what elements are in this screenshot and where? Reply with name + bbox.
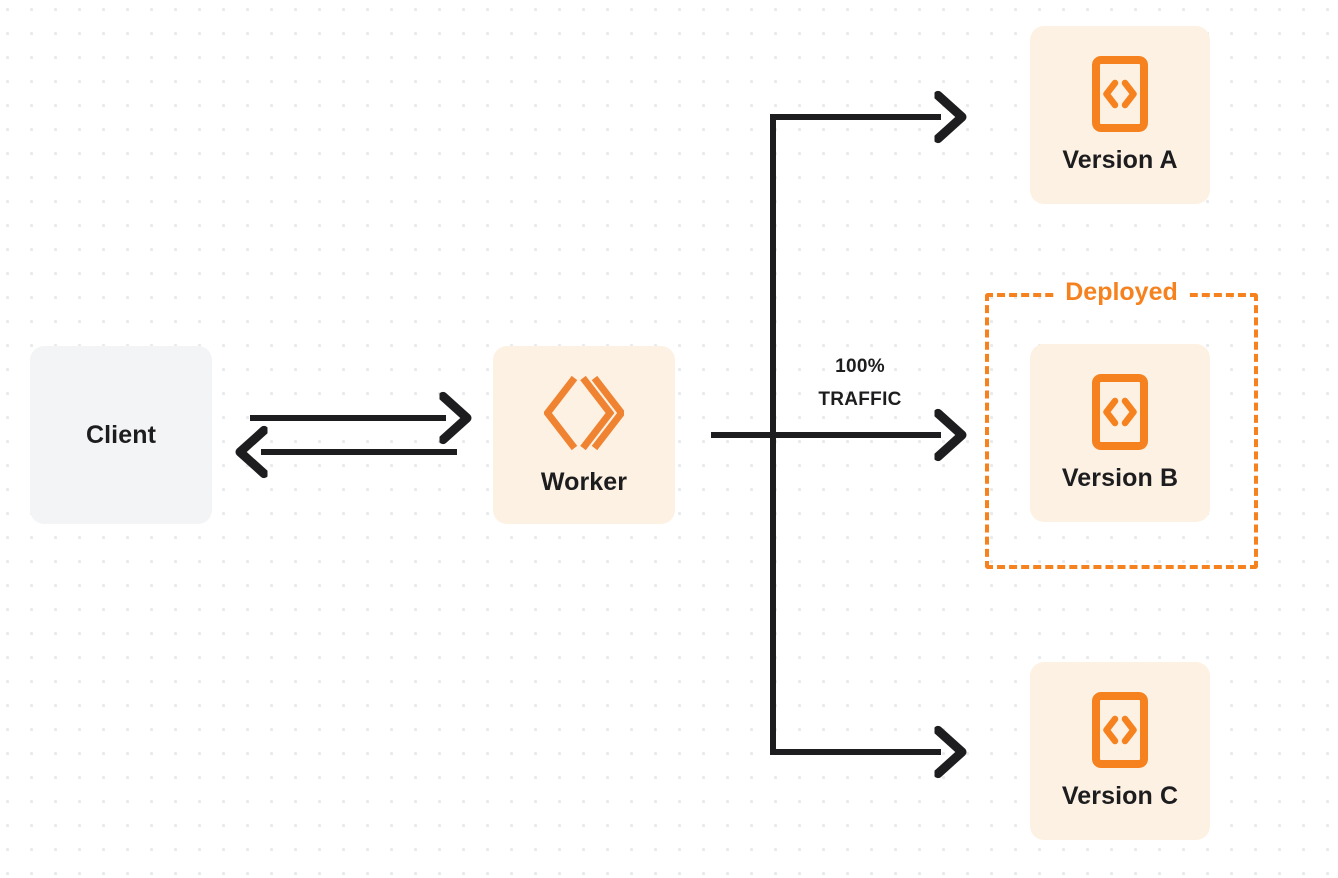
version-c-node[interactable]: Version C [1030, 662, 1210, 840]
worker-node[interactable]: Worker [493, 346, 675, 524]
client-label: Client [85, 420, 157, 449]
version-b-node[interactable]: Version B [1030, 344, 1210, 522]
deployed-group-label: Deployed [1053, 280, 1190, 305]
traffic-percent: 100% [835, 356, 885, 377]
version-b-label: Version B [1061, 463, 1179, 492]
client-node[interactable]: Client [30, 346, 212, 524]
worker-label: Worker [540, 467, 628, 496]
traffic-word: TRAFFIC [818, 389, 902, 411]
traffic-label-group: 100% TRAFFIC [797, 350, 923, 417]
version-a-node[interactable]: Version A [1030, 26, 1210, 204]
deployed-group-box: Deployed [985, 280, 1258, 569]
version-a-label: Version A [1062, 145, 1178, 174]
cloudflare-workers-logo-icon [543, 374, 626, 452]
code-document-icon [1091, 55, 1149, 132]
version-c-label: Version C [1061, 781, 1179, 810]
code-document-icon [1091, 691, 1149, 768]
code-document-icon [1091, 373, 1149, 450]
